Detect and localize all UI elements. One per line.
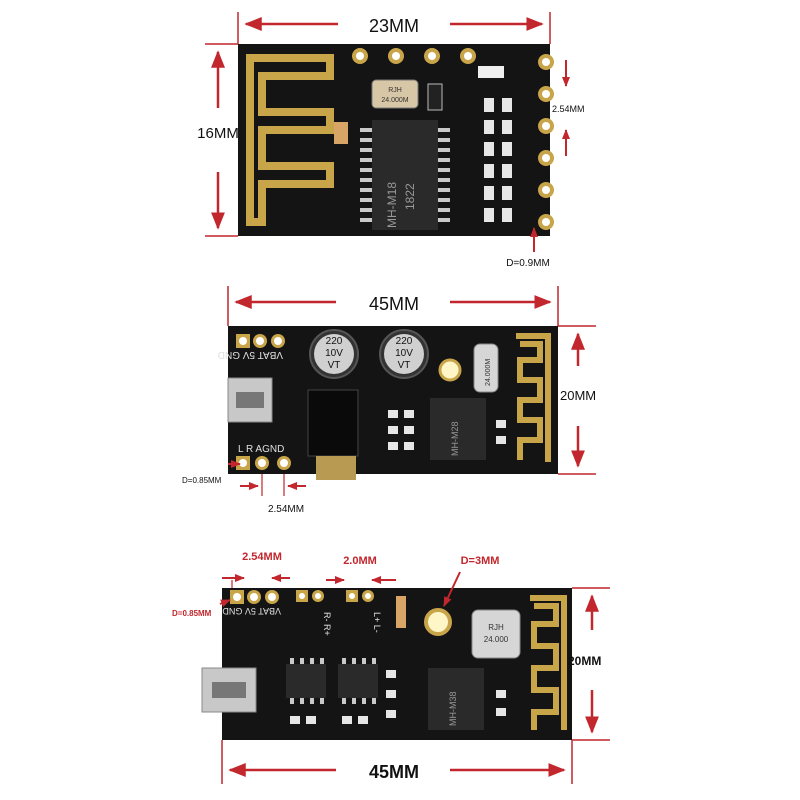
middle-mount-hole — [438, 358, 462, 382]
middle-cap2-text-3: VT — [398, 360, 411, 371]
middle-module: VBAT 5V GND L R AGND 220 10V VT 220 10V … — [182, 286, 596, 515]
bottom-crystal — [471, 609, 521, 659]
bottom-chip — [428, 668, 484, 730]
middle-audio-jack — [307, 389, 359, 457]
bottom-pad-pitch-label: 2.0MM — [343, 555, 377, 567]
middle-cap1-text-3: VT — [328, 360, 341, 371]
bottom-width-label: 45MM — [369, 762, 419, 782]
top-pitch-label: 2.54MM — [552, 104, 585, 114]
middle-hole-label: D=0.85MM — [182, 476, 222, 485]
bottom-pitch-label: 2.54MM — [242, 551, 282, 563]
top-chip — [372, 120, 438, 230]
bottom-chip-text: MH-M38 — [448, 691, 458, 726]
middle-cap2-text-2: 10V — [395, 348, 413, 359]
top-header-holes — [352, 48, 476, 64]
middle-audio-holes — [236, 456, 291, 470]
top-chip-text-1: MH-M18 — [385, 182, 399, 228]
bottom-crystal-text-2: 24.000 — [484, 635, 509, 644]
middle-width-label: 45MM — [369, 294, 419, 314]
bottom-power-holes — [230, 590, 279, 604]
bottom-amp-chip-2 — [338, 664, 378, 698]
middle-cap1-text-2: 10V — [325, 348, 343, 359]
middle-pitch-label: 2.54MM — [268, 504, 304, 515]
side-header-holes — [538, 54, 554, 230]
bottom-left-speaker-pads — [346, 590, 374, 602]
bottom-amp-chip-1 — [286, 664, 326, 698]
middle-crystal-text: 24.000M — [485, 359, 492, 386]
middle-cap2-text-1: 220 — [396, 336, 413, 347]
bottom-mount-hole-label: D=3MM — [461, 555, 500, 567]
middle-cap1-text-1: 220 — [326, 336, 343, 347]
middle-antenna — [516, 333, 551, 462]
top-crystal-text-1: RJH — [388, 87, 402, 94]
top-width-label: 23MM — [369, 16, 419, 36]
middle-capacitor-2: 220 10V VT — [379, 329, 429, 379]
top-module: RJH 24.000M MH-M18 1822 — [197, 12, 585, 269]
bottom-pins-top: VBAT 5V GND — [222, 606, 281, 616]
top-hole-label: D=0.9MM — [506, 258, 550, 269]
top-antenna — [246, 54, 334, 226]
middle-height-label: 20MM — [560, 388, 596, 403]
bottom-module: VBAT 5V GND R- R+ L+ L- RJH 24.000 — [172, 551, 610, 784]
bottom-antenna — [530, 595, 567, 730]
bottom-right-speaker-pads — [296, 590, 324, 602]
top-crystal-text-2: 24.000M — [381, 97, 408, 104]
bottom-crystal-text-1: RJH — [488, 623, 504, 632]
top-chip-text-2: 1822 — [403, 183, 417, 210]
middle-chip — [430, 398, 486, 460]
middle-pins-top: VBAT 5V GND — [218, 349, 283, 360]
middle-power-holes — [236, 334, 285, 348]
bottom-mount-hole — [424, 608, 452, 636]
bottom-pins-l: L+ L- — [372, 612, 382, 633]
middle-pins-bottom: L R AGND — [238, 444, 284, 455]
top-crystal — [371, 79, 419, 109]
middle-capacitor-1: 220 10V VT — [309, 329, 359, 379]
middle-chip-text: MH-M28 — [450, 421, 460, 456]
bottom-hole-label: D=0.85MM — [172, 609, 212, 618]
middle-crystal — [473, 343, 499, 393]
top-height-label: 16MM — [197, 125, 239, 142]
bottom-pins-r: R- R+ — [322, 612, 332, 636]
bottom-height-label: 20MM — [568, 654, 601, 668]
